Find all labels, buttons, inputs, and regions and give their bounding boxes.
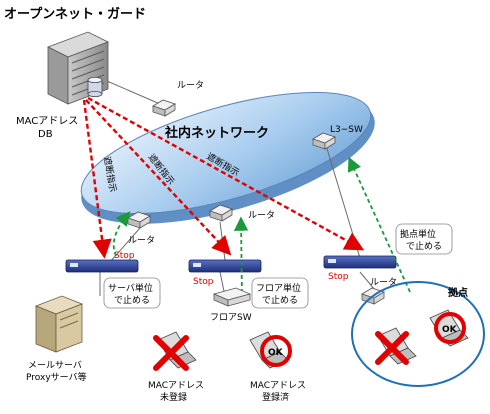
router-mid-label: ルータ	[248, 210, 275, 221]
l3-switch	[312, 132, 336, 150]
callout-server-line2: で止める	[114, 294, 150, 306]
callout-floor-line2: で止める	[262, 294, 298, 306]
site-area: 拠点	[351, 281, 485, 387]
site-label: 拠点	[448, 286, 468, 299]
database-icon	[87, 77, 103, 98]
stop-label-site: Stop	[328, 272, 349, 282]
switch-site	[323, 255, 397, 269]
pc-reg-line1: MACアドレス	[250, 381, 306, 391]
deny-x-icon	[153, 335, 189, 371]
mail-proxy-server	[34, 295, 84, 353]
floor-switch	[212, 287, 252, 307]
router-mid	[209, 204, 233, 222]
switch-floor	[188, 259, 262, 273]
ok-label-registered: OK	[268, 348, 284, 358]
server-label-line2: Proxyサーバ等	[26, 371, 87, 383]
router-top-label: ルータ	[177, 80, 204, 91]
callout-floor: フロア単位 で止める	[251, 277, 309, 309]
l3-switch-label: L3−SW	[330, 125, 363, 135]
router-left-label: ルータ	[128, 235, 155, 246]
router-top	[152, 99, 176, 117]
callout-site: 拠点単位 で止める	[395, 223, 453, 255]
site-ok-icon: OK	[434, 312, 466, 344]
ok-icon: OK	[260, 335, 292, 367]
db-label-line1: MACアドレス	[16, 116, 78, 127]
pc-unreg-line1: MACアドレス	[148, 381, 204, 391]
block-instruction-arrows	[82, 96, 365, 259]
stop-label-floor: Stop	[193, 277, 214, 287]
diagram-title: オープンネット・ガード	[4, 7, 146, 22]
router-left	[127, 211, 151, 229]
callout-server: サーバ単位 で止める	[103, 277, 161, 309]
floor-switch-label: フロアSW	[210, 313, 252, 323]
allowed-traffic-arrows	[112, 156, 411, 301]
stop-label-server: Stop	[114, 251, 135, 261]
ok-label-site: OK	[442, 325, 458, 335]
pc-unreg-line2: 未登録	[160, 391, 187, 403]
router-right-label: ルータ	[370, 277, 397, 288]
pc-reg-line2: 登録済	[262, 391, 289, 403]
network-label: 社内ネットワーク	[164, 125, 269, 141]
site-deny-x-icon	[375, 331, 409, 365]
server-label-line1: メールサーバ	[28, 360, 82, 371]
callout-server-line1: サーバ単位	[108, 282, 153, 294]
callout-floor-line1: フロア単位	[256, 282, 301, 294]
callout-site-line2: で止める	[406, 240, 442, 252]
internal-network: 社内ネットワーク	[80, 91, 375, 224]
db-label-line2: DB	[38, 129, 53, 140]
switch-server	[65, 259, 139, 273]
laptop-unregistered	[157, 331, 197, 369]
mac-address-db-server: MACアドレス DB	[16, 31, 109, 140]
callout-site-line1: 拠点単位	[400, 228, 436, 240]
